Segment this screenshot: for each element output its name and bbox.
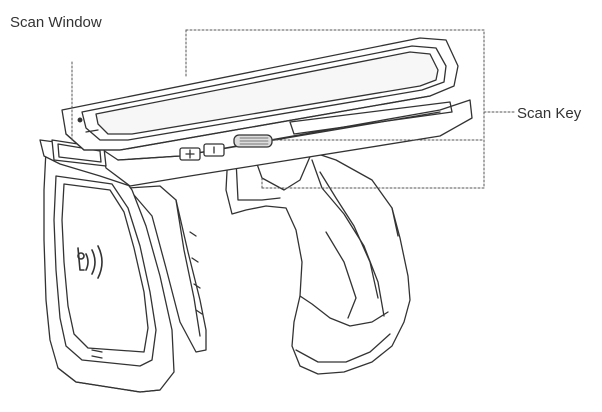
leader-lines xyxy=(71,29,515,189)
body-side-rails xyxy=(127,185,207,353)
scan-key-leader-box xyxy=(185,29,485,189)
side-buttons xyxy=(179,134,273,161)
scan-window-label: Scan Window xyxy=(10,14,102,31)
pistol-grip xyxy=(225,149,411,375)
battery-housing xyxy=(43,149,175,393)
nfc-icon xyxy=(77,245,103,279)
terminal-screen xyxy=(61,37,459,151)
scan-key-label: Scan Key xyxy=(517,105,582,122)
